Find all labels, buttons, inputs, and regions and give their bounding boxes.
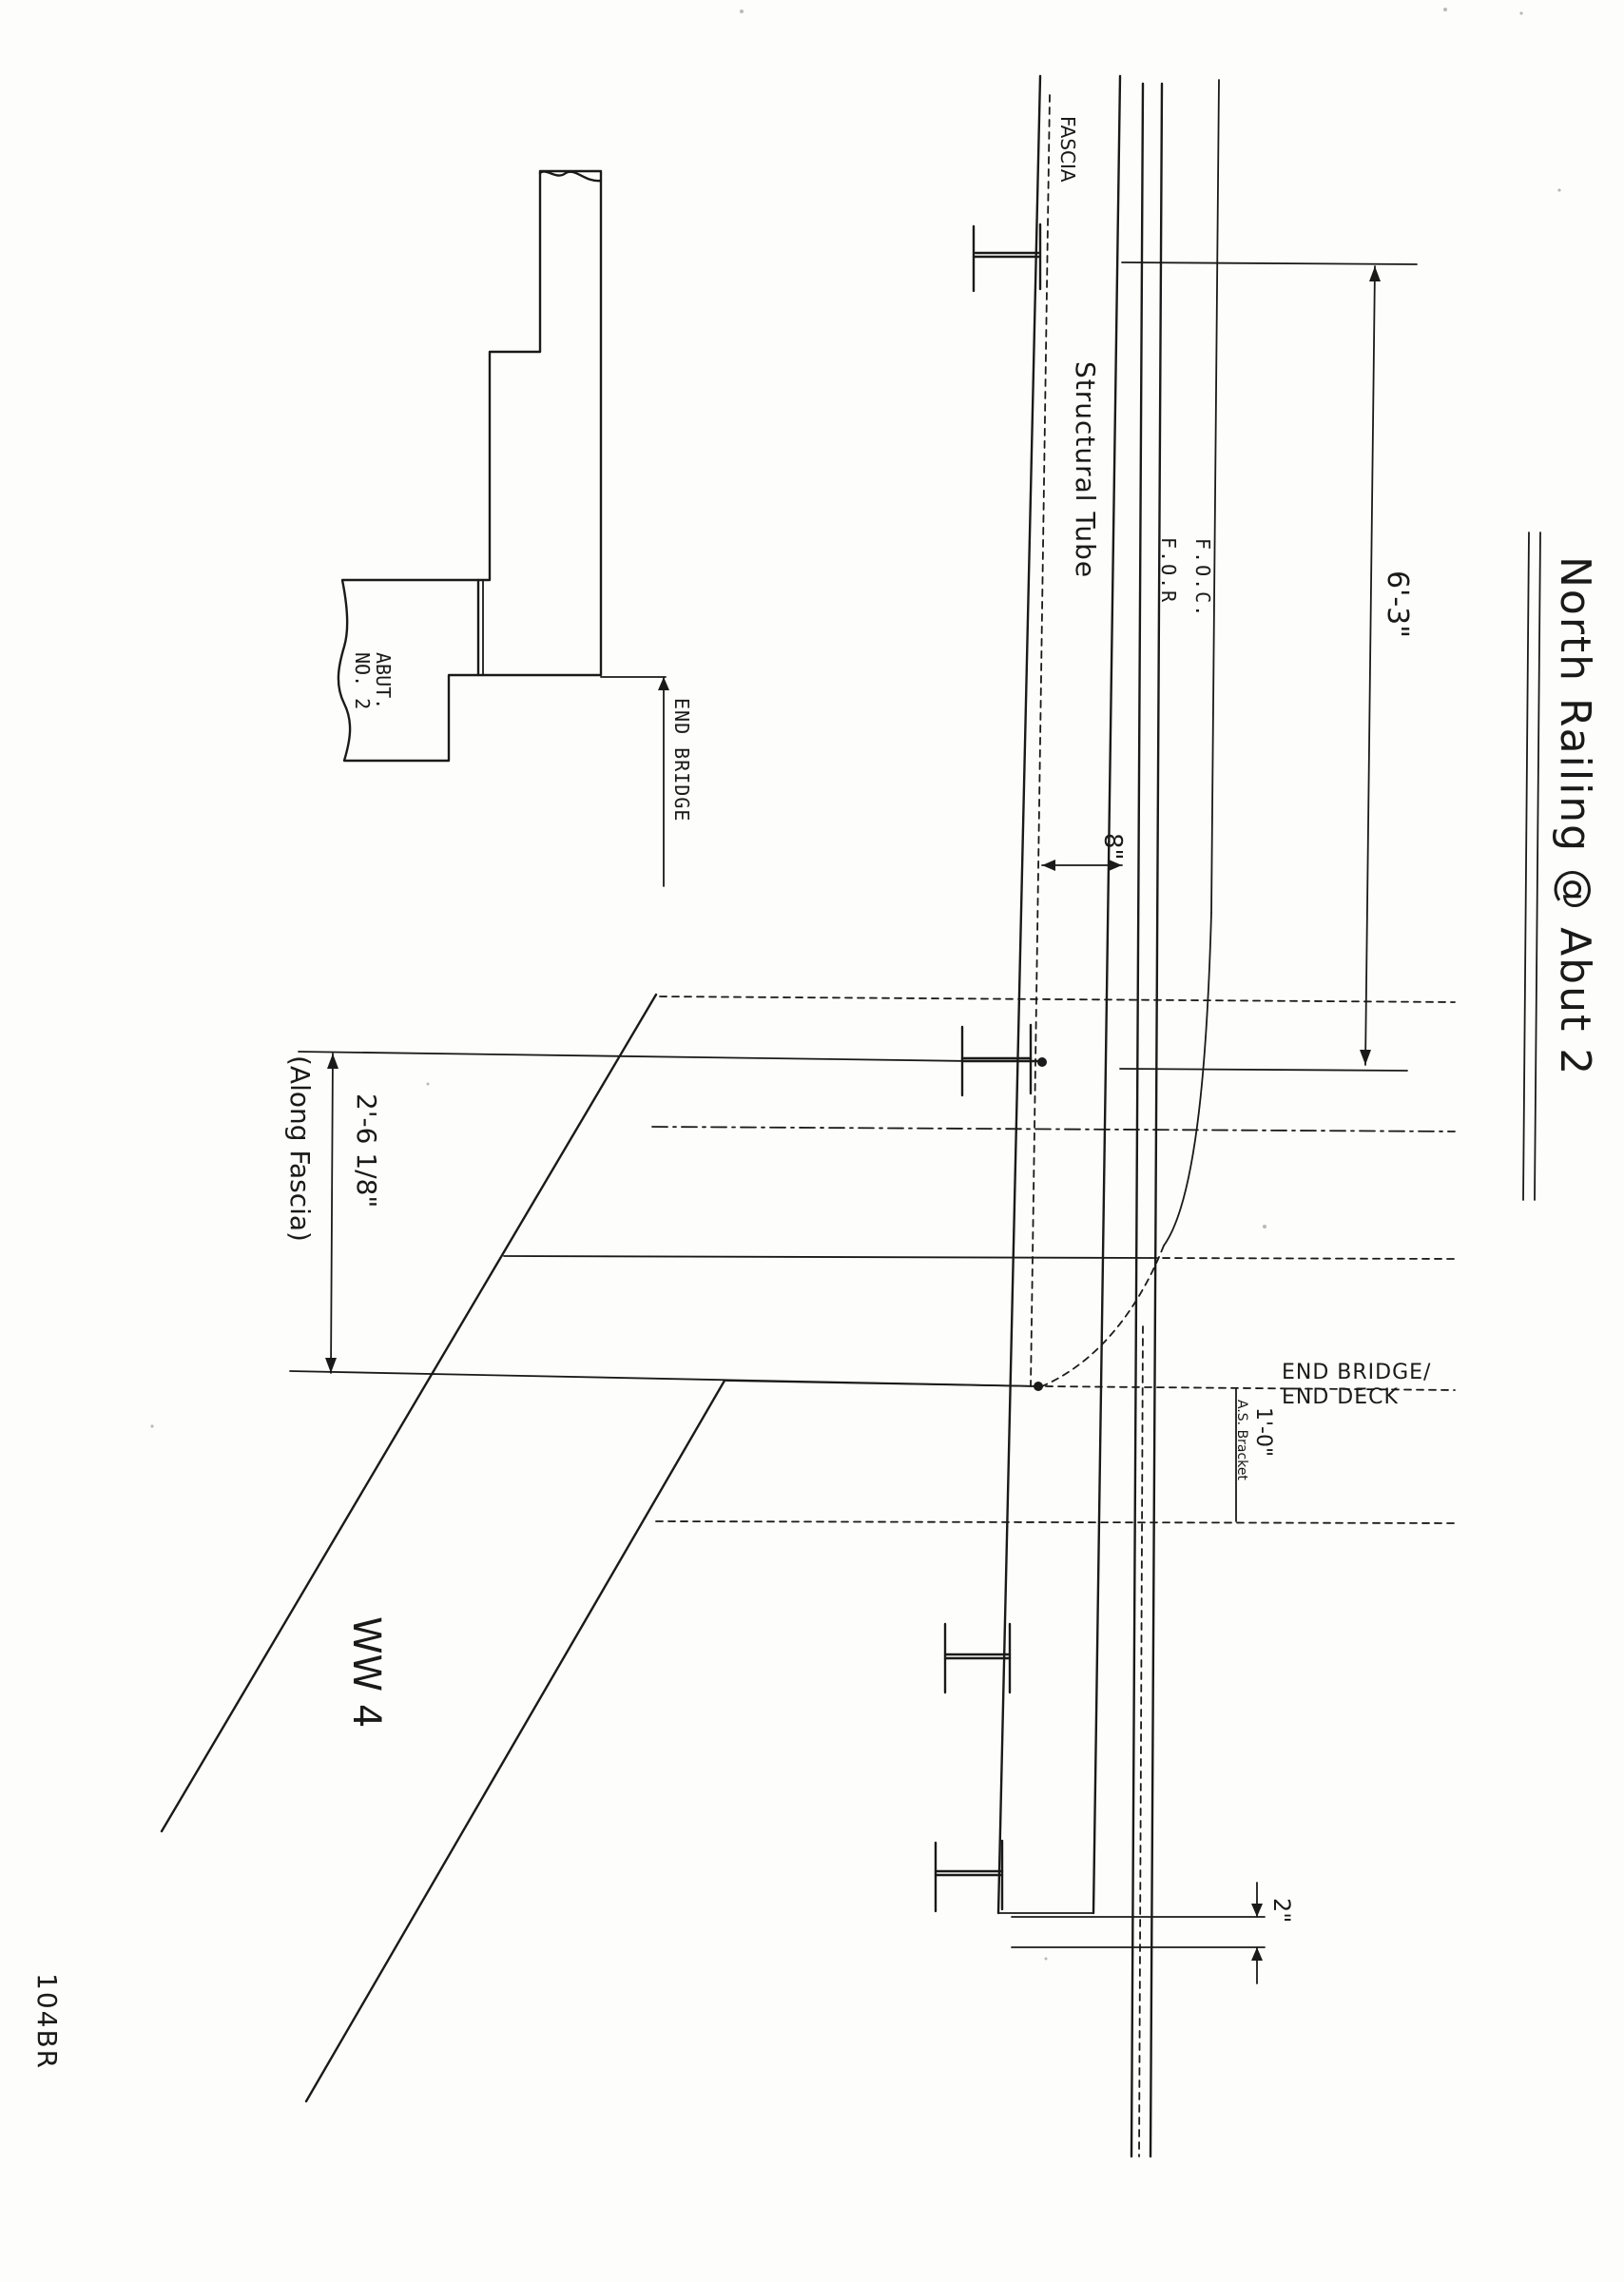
structural-tube-label: Structural Tube [1070,361,1101,578]
end-gap-dimension-text: 2" [1268,1898,1295,1923]
dimension-post-spacing [1360,265,1381,1066]
post-spacing-dimension-text: 6'-3" [1381,570,1414,638]
end-bridge-end-deck-label-line1: END BRIDGE/ [1282,1361,1431,1384]
end-bridge-end-deck-line [289,1370,1456,1391]
sheet-id: 104BR [31,1973,63,2070]
rail-post-2 [960,1023,1047,1097]
abutment-label-line1: ABUT. [372,652,395,709]
tube-offset-dimension-text: 8" [1098,833,1127,861]
end-bridge-end-deck-label-line2: END DECK [1282,1385,1399,1409]
abutment-inset [337,169,603,763]
transverse-lines [503,261,1456,1524]
rail-post-3 [943,1622,1012,1694]
dimension-along-fascia [298,1051,971,1374]
abutment-label-line2: NO. 2 [351,652,374,709]
structural-tube [997,74,1122,1915]
fascia-line [996,74,1042,1915]
fascia-label: FASCIA [1056,116,1079,183]
along-fascia-value: 2'-6 1/8" [351,1093,382,1208]
end-bridge-inset-line [600,676,669,887]
bracket-dimension-note: A.S. Bracket [1234,1400,1249,1480]
paper-specks [150,8,1561,1961]
rail-post-1 [972,222,1042,293]
along-fascia-note: (Along Fascia) [284,1055,316,1242]
end-bridge-inset-label: END BRIDGE [670,698,693,822]
rail-post-4 [934,1839,1004,1913]
title-underline [1522,532,1541,1201]
drawing-title: North Railing @ Abut 2 [1551,556,1599,1076]
for-label: F.O.R [1157,537,1180,604]
face-of-rail-lines [1130,82,1164,2158]
face-of-curb-line [1041,79,1220,2157]
dimension-end-gap [1011,1882,1266,1984]
bracket-dimension-text: 1'-0" [1251,1407,1275,1457]
foc-label: F.O.C. [1191,538,1214,618]
wingwall-outline [160,993,1039,2103]
wingwall-label: WW 4 [344,1616,388,1728]
dimension-tube-offset [1041,860,1123,871]
fascia-dashed-line [1030,94,1051,1387]
